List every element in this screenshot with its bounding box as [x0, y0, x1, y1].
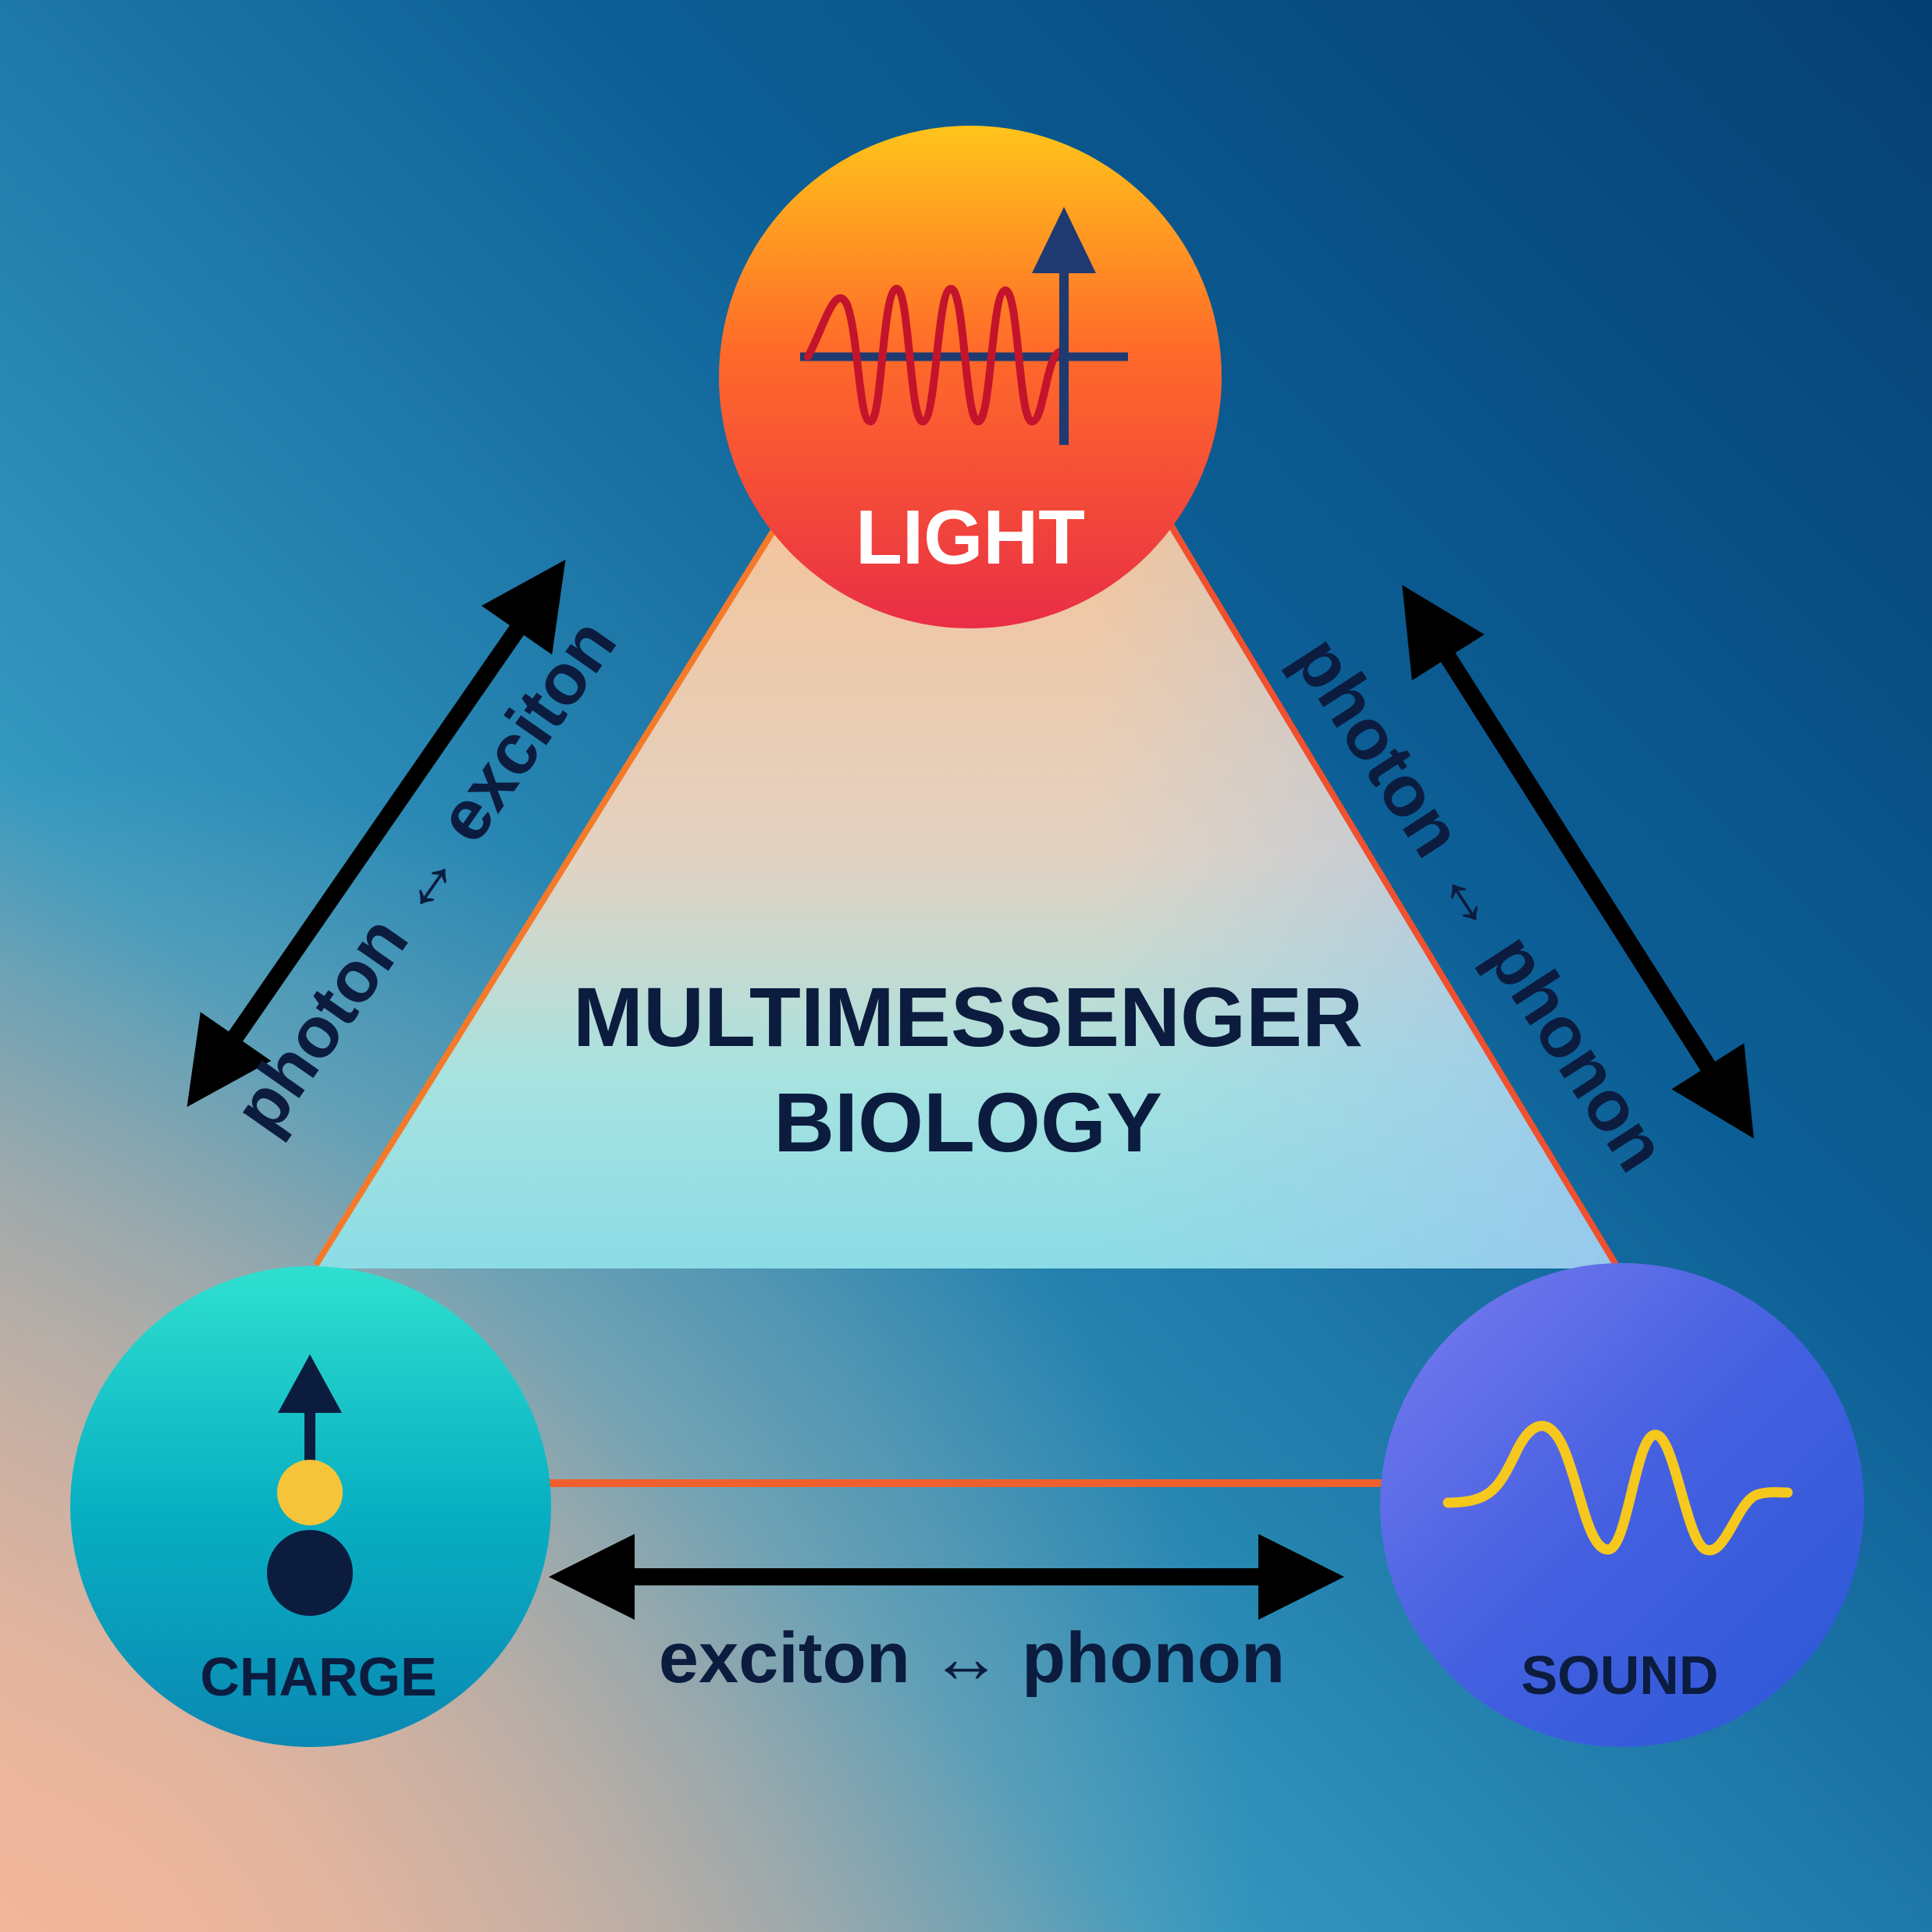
double-arrow-right: [1402, 585, 1754, 1139]
sound-label: SOUND: [1521, 1645, 1719, 1706]
charge-dipole-arrow-icon: [267, 1354, 353, 1616]
sound-wave-icon: [1443, 1421, 1793, 1556]
light-wave-vector-icon: [800, 207, 1128, 445]
sound-node: SOUND: [1380, 1263, 1864, 1747]
double-arrow-left: [187, 559, 566, 1108]
charge-label: CHARGE: [200, 1646, 436, 1707]
diagram-title-line1: MULTIMESSENGER: [573, 970, 1363, 1064]
link-bottom-label: exciton ↔ phonon: [659, 1618, 1285, 1698]
light-node: LIGHT: [719, 126, 1222, 628]
diagram-title-line2: BIOLOGY: [774, 1075, 1162, 1169]
charge-node: CHARGE: [70, 1266, 551, 1747]
light-label: LIGHT: [856, 494, 1085, 580]
sound-circle: [1380, 1263, 1864, 1747]
link-charge-sound: exciton ↔ phonon: [549, 1534, 1344, 1698]
